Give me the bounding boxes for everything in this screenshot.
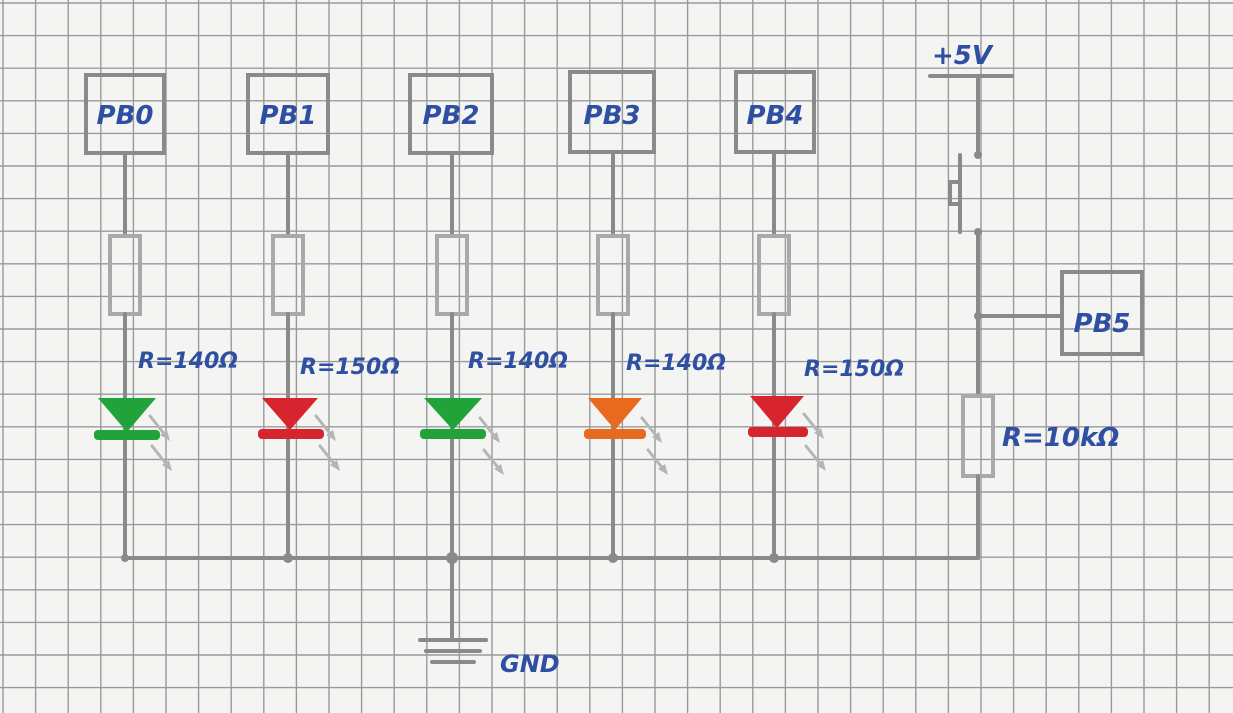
pin-label-pb5: PB5 [1074, 309, 1131, 339]
pushbutton-switch-icon [948, 151, 982, 236]
led-icon-pb0 [94, 398, 172, 471]
led-icon-pb4 [748, 396, 826, 471]
ground-icon [418, 638, 488, 664]
led-channel-pb2: PB2 R=140Ω [408, 73, 568, 564]
pulldown-resistor [961, 394, 995, 478]
pulldown-resistor-value: R=10kΩ [1002, 423, 1119, 453]
input-branch-pb5: +5V PB5 R=10kΩ [928, 41, 1144, 560]
resistor-pb3 [596, 234, 630, 316]
pin-label-pb4: PB4 [747, 101, 804, 131]
resistor-value-pb2: R=140Ω [468, 349, 568, 374]
resistor-value-pb4: R=150Ω [804, 357, 904, 382]
resistor-value-pb1: R=150Ω [300, 355, 400, 380]
resistor-pb0 [108, 234, 142, 316]
led-channel-pb1: PB1 R=150Ω [246, 73, 400, 563]
led-icon-pb2 [420, 398, 504, 475]
led-icon-pb3 [584, 398, 668, 475]
led-channel-pb4: PB4 R=150Ω [734, 70, 904, 563]
pin-label-pb1: PB1 [260, 101, 317, 131]
resistor-value-pb3: R=140Ω [626, 351, 726, 376]
pin-box-pb5 [1060, 270, 1144, 356]
pin-label-pb3: PB3 [584, 101, 641, 131]
resistor-pb1 [271, 234, 305, 316]
resistor-pb2 [435, 234, 469, 316]
ground-label: GND [500, 650, 560, 678]
led-channel-pb3: PB3 R=140Ω [568, 70, 726, 563]
led-channel-pb0: PB0 R=140Ω [84, 73, 238, 562]
led-icon-pb1 [258, 398, 340, 471]
pin-label-pb0: PB0 [97, 101, 154, 131]
resistor-pb4 [757, 234, 791, 316]
pin-label-pb2: PB2 [423, 101, 480, 131]
resistor-value-pb0: R=140Ω [138, 349, 238, 374]
supply-label: +5V [932, 41, 994, 71]
